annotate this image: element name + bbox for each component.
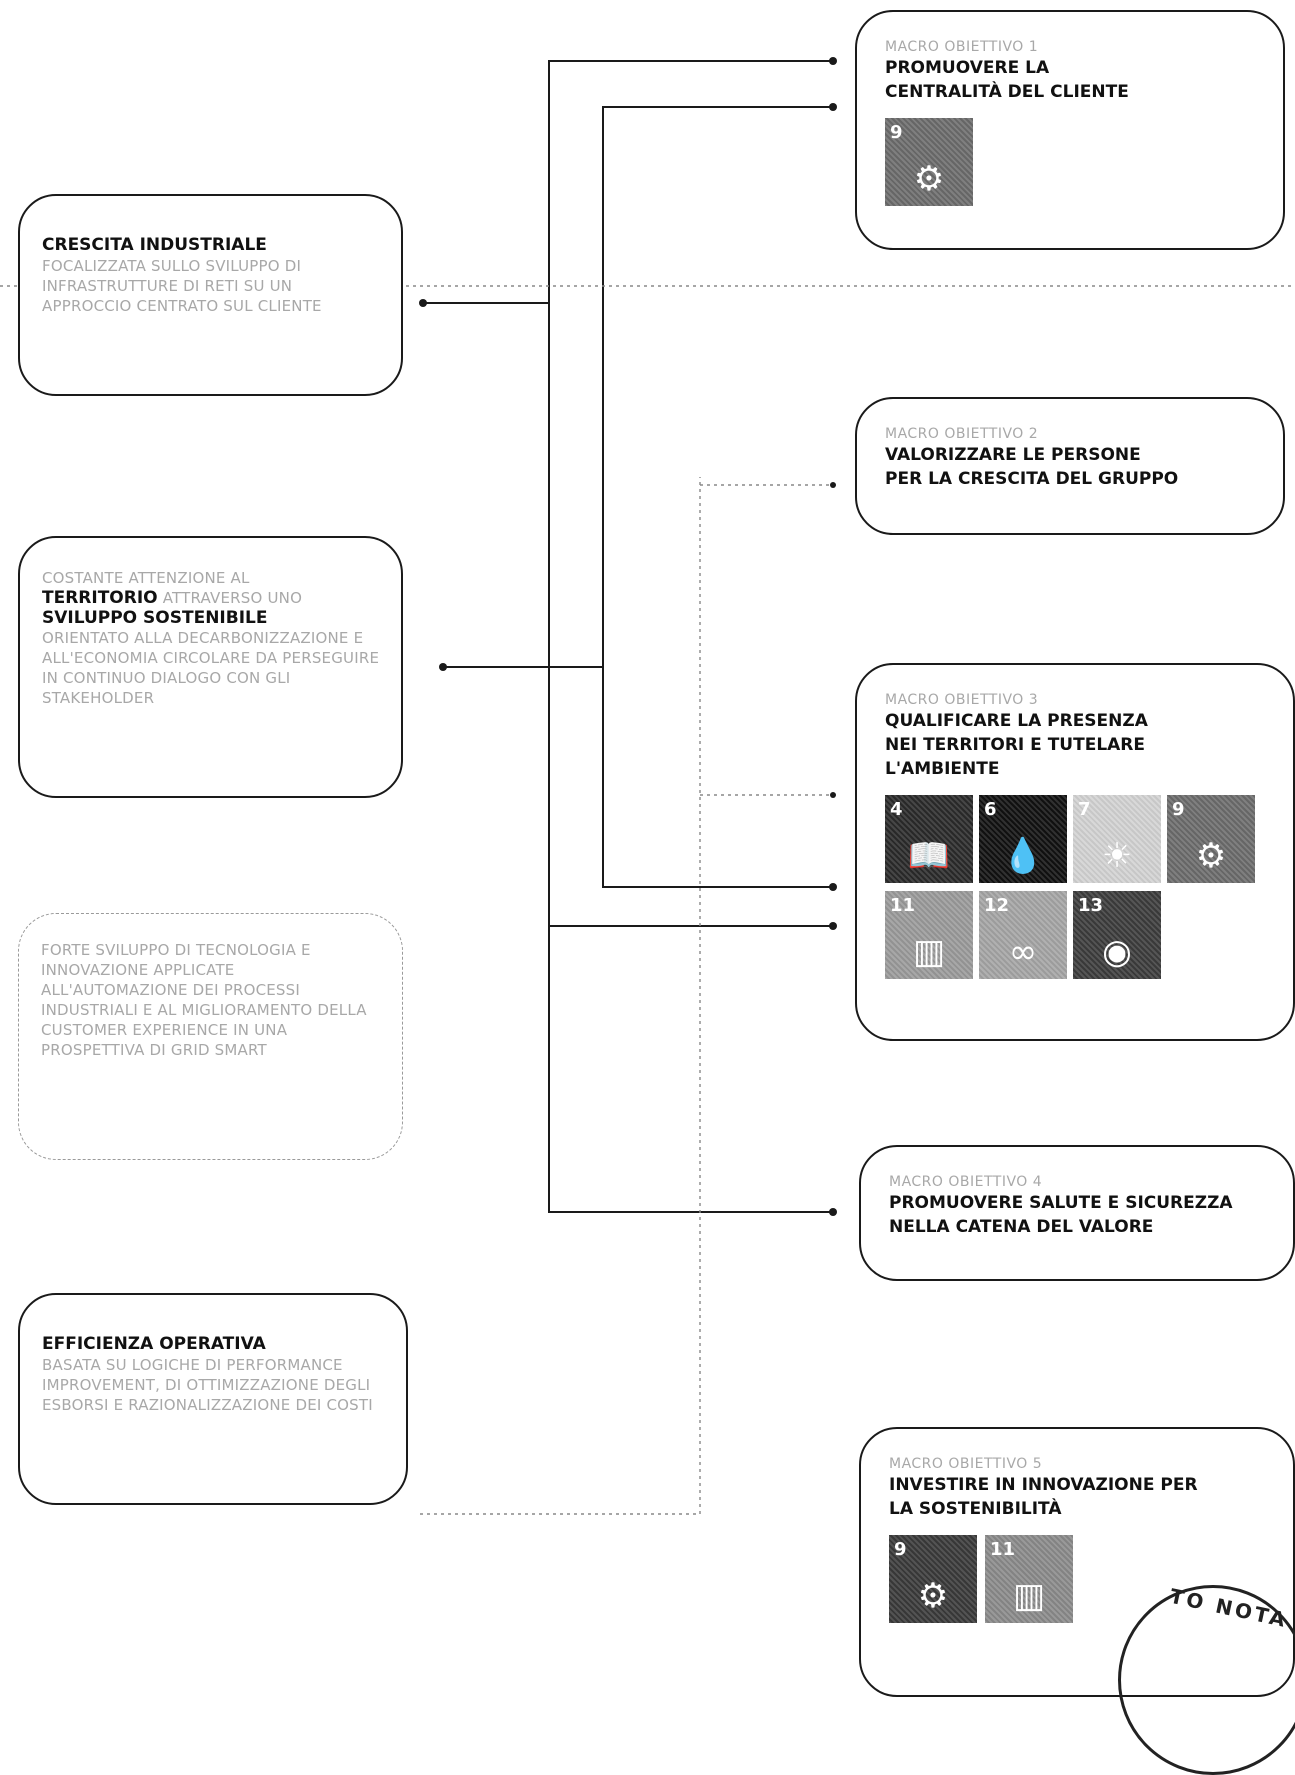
- sdg-icons: 9⚙ 11▥: [889, 1535, 1259, 1623]
- pillar-highlight-sviluppo: SVILUPPO SOSTENIBILE: [42, 608, 268, 628]
- objective-label: MACRO OBIETTIVO 2: [885, 426, 1039, 442]
- objective-label: MACRO OBIETTIVO 5: [889, 1456, 1043, 1472]
- objective-title: PROMUOVERE SALUTE E SICUREZZA NELLA CATE…: [889, 1193, 1233, 1237]
- pillar-tecnologia-innovazione: FORTE SVILUPPO DI TECNOLOGIA E INNOVAZIO…: [18, 913, 403, 1160]
- sdg-9-industry-innovation-icon: 9⚙: [889, 1535, 977, 1623]
- objective-label: MACRO OBIETTIVO 4: [889, 1174, 1043, 1190]
- pillar-body: FORTE SVILUPPO DI TECNOLOGIA E INNOVAZIO…: [41, 941, 367, 1059]
- sdg-icons: 4📖 6💧 7☀ 9⚙ 11▥ 12∞ 13◉: [885, 795, 1275, 979]
- objective-title: INVESTIRE IN INNOVAZIONE PER LA SOSTENIB…: [889, 1475, 1198, 1519]
- pillar-text-a: COSTANTE ATTENZIONE AL: [42, 569, 250, 587]
- pillar-territorio: COSTANTE ATTENZIONE AL TERRITORIO ATTRAV…: [18, 536, 403, 798]
- objective-title: PROMUOVERE LA CENTRALITÀ DEL CLIENTE: [885, 58, 1129, 102]
- objective-label: MACRO OBIETTIVO 1: [885, 39, 1039, 55]
- objective-3-box: MACRO OBIETTIVO 3 QUALIFICARE LA PRESENZ…: [855, 663, 1295, 1041]
- pillar-text-c: ORIENTATO ALLA DECARBONIZZAZIONE E ALL'E…: [42, 629, 380, 707]
- objective-2-box: MACRO OBIETTIVO 2 VALORIZZARE LE PERSONE…: [855, 397, 1285, 535]
- sdg-icons: 9⚙: [885, 118, 1255, 206]
- sdg-4-quality-education-icon: 4📖: [885, 795, 973, 883]
- sdg-9-industry-innovation-icon: 9⚙: [1167, 795, 1255, 883]
- objective-4-box: MACRO OBIETTIVO 4 PROMUOVERE SALUTE E SI…: [859, 1145, 1295, 1281]
- objective-title: VALORIZZARE LE PERSONE PER LA CRESCITA D…: [885, 445, 1179, 489]
- sdg-9-industry-innovation-icon: 9⚙: [885, 118, 973, 206]
- sdg-7-clean-energy-icon: 7☀: [1073, 795, 1161, 883]
- connector-solid-1: [423, 60, 833, 304]
- pillar-highlight-territorio: TERRITORIO: [42, 588, 158, 608]
- sdg-13-climate-action-icon: 13◉: [1073, 891, 1161, 979]
- connector-lines: [0, 57, 1295, 1515]
- notary-stamp: TO NOTA: [1118, 1584, 1295, 1775]
- connector-solid-5: [602, 106, 833, 888]
- pillar-text-b: ATTRAVERSO UNO: [162, 589, 303, 607]
- sdg-11-sustainable-cities-icon: 11▥: [885, 891, 973, 979]
- sdg-11-sustainable-cities-icon: 11▥: [985, 1535, 1073, 1623]
- pillar-crescita-industriale: CRESCITA INDUSTRIALE FOCALIZZATA SULLO S…: [18, 194, 403, 396]
- objective-title: QUALIFICARE LA PRESENZA NEI TERRITORI E …: [885, 711, 1148, 779]
- pillar-title: EFFICIENZA OPERATIVA: [42, 1334, 266, 1354]
- pillar-efficienza-operativa: EFFICIENZA OPERATIVA BASATA SU LOGICHE D…: [18, 1293, 408, 1505]
- objective-1-box: MACRO OBIETTIVO 1 PROMUOVERE LA CENTRALI…: [855, 10, 1285, 250]
- pillar-body: BASATA SU LOGICHE DI PERFORMANCE IMPROVE…: [42, 1356, 373, 1414]
- connector-dotted-2: [420, 477, 701, 1515]
- sdg-6-clean-water-icon: 6💧: [979, 795, 1067, 883]
- pillar-body: FOCALIZZATA SULLO SVILUPPO DI INFRASTRUT…: [42, 257, 322, 315]
- objective-label: MACRO OBIETTIVO 3: [885, 692, 1039, 708]
- pillar-title: CRESCITA INDUSTRIALE: [42, 235, 267, 255]
- sdg-12-responsible-consumption-icon: 12∞: [979, 891, 1067, 979]
- connector-solid-2: [548, 303, 833, 1213]
